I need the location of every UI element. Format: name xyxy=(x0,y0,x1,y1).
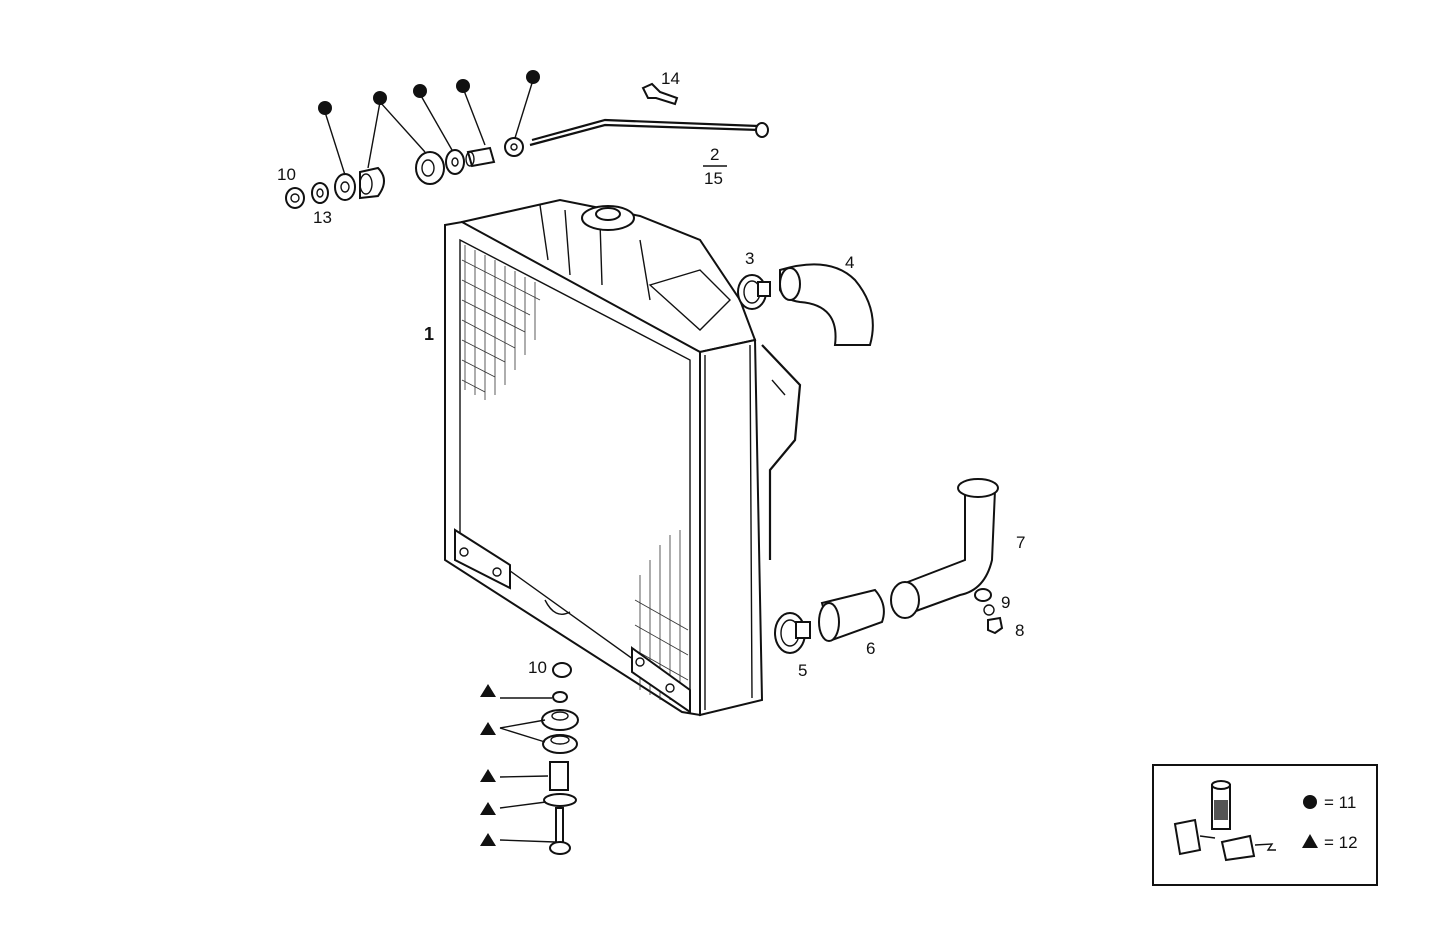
top-mounting-hardware xyxy=(285,70,769,209)
radiator-assembly xyxy=(444,198,802,717)
lower-hose-assembly xyxy=(774,478,1004,654)
callout-4: 4 xyxy=(845,253,854,272)
callout-14: 14 xyxy=(661,69,680,88)
spare-kit-12-marker xyxy=(480,684,496,697)
legend-circle-label: = 11 xyxy=(1324,793,1356,812)
callout-8: 8 xyxy=(1015,621,1024,640)
spare-kit-11-marker xyxy=(318,101,332,115)
bottom-mounting-hardware xyxy=(480,662,579,855)
legend-box: = 11 = 12 xyxy=(1152,764,1378,886)
callout-15: 15 xyxy=(704,169,723,188)
spare-kit-11-marker xyxy=(526,70,540,84)
spare-kit-12-marker xyxy=(480,769,496,782)
spare-kit-12-marker xyxy=(480,802,496,815)
callout-10-bottom: 10 xyxy=(528,658,547,677)
spare-kit-11-marker xyxy=(413,84,427,98)
callout-1: 1 xyxy=(424,324,434,344)
sealant-products-illustration xyxy=(1173,780,1276,862)
callout-7: 7 xyxy=(1016,533,1025,552)
spare-kit-12-marker xyxy=(480,722,496,735)
callout-10-top: 10 xyxy=(277,165,296,184)
upper-hose-assembly xyxy=(737,263,874,346)
callout-3: 3 xyxy=(745,249,754,268)
spare-kit-12-marker xyxy=(480,833,496,846)
spare-kit-11-marker xyxy=(456,79,470,93)
legend-circle-icon xyxy=(1303,795,1317,809)
callout-6: 6 xyxy=(866,639,875,658)
legend-triangle-label: = 12 xyxy=(1324,833,1358,852)
callout-2: 2 xyxy=(710,145,719,164)
callout-5: 5 xyxy=(798,661,807,680)
legend-triangle-icon xyxy=(1302,834,1318,848)
callout-13: 13 xyxy=(313,208,332,227)
spare-kit-11-marker xyxy=(373,91,387,105)
callout-9: 9 xyxy=(1001,593,1010,612)
